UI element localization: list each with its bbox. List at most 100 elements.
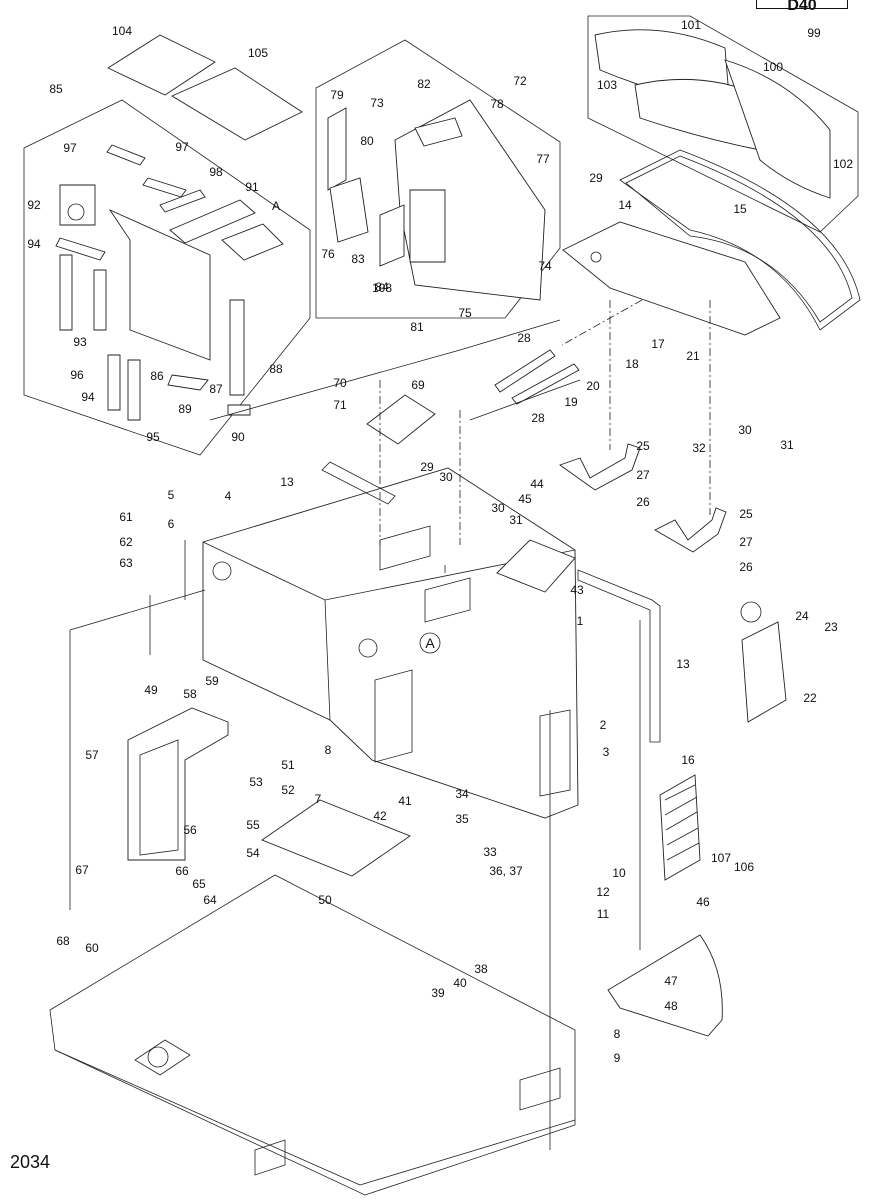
callout: 70: [333, 376, 347, 390]
pads-103-104: [107, 34, 303, 141]
callout: 6: [168, 517, 175, 531]
callout: 12: [596, 885, 610, 899]
guard-46: [607, 934, 723, 1037]
callout: 58: [183, 687, 197, 701]
callout: 61: [119, 510, 133, 524]
callout: 22: [803, 691, 817, 705]
callout: 13: [280, 475, 294, 489]
main-frame-body: [202, 467, 579, 819]
callout: 43: [570, 583, 584, 597]
callout: 46: [696, 895, 710, 909]
callout: 67: [75, 863, 89, 877]
callout: 36, 37: [489, 864, 523, 878]
seat-plate-14: [562, 221, 781, 336]
callout: 10: [612, 866, 626, 880]
callout: 71: [333, 398, 347, 412]
callout: 81: [410, 320, 424, 334]
base-frame: [49, 874, 576, 1196]
insulation-kit-inset: [23, 99, 311, 456]
callout: 97: [175, 140, 189, 154]
callout: 85: [49, 82, 63, 96]
callout: 106: [734, 860, 754, 874]
detail-a-plate-22: [741, 621, 787, 723]
cover-49: [127, 707, 229, 861]
callout: A: [272, 199, 280, 213]
callout: 101: [681, 18, 701, 32]
gas-springs-28: [494, 349, 580, 405]
callout: 9: [614, 1051, 621, 1065]
callout: 19: [564, 395, 578, 409]
detail-a-markers: A: [419, 601, 762, 654]
callout: 34: [455, 787, 469, 801]
callout: 92: [27, 198, 41, 212]
callout: 57: [85, 748, 99, 762]
callout: 74: [538, 259, 552, 273]
callout: 45: [518, 492, 532, 506]
callout: 68: [56, 934, 70, 948]
callout: 88: [269, 362, 283, 376]
callout: 27: [636, 468, 650, 482]
callout: 55: [246, 818, 260, 832]
callout: 64: [203, 893, 217, 907]
callout: 93: [73, 335, 87, 349]
callout: 8: [614, 1027, 621, 1041]
callout: 21: [686, 349, 700, 363]
callout: 28: [517, 331, 531, 345]
callout: 27: [739, 535, 753, 549]
callout: 105: [248, 46, 268, 60]
callout: 25: [636, 439, 650, 453]
callout: 78: [490, 97, 504, 111]
callout: 39: [431, 986, 445, 1000]
callout: 91: [245, 180, 259, 194]
callout: 44: [530, 477, 544, 491]
callout: 3: [603, 745, 610, 759]
callout: 14: [618, 198, 632, 212]
callout: 35: [455, 812, 469, 826]
callout: 5: [168, 488, 175, 502]
panels-inset: [315, 39, 561, 319]
callout: 52: [281, 783, 295, 797]
seal-belt-15: [619, 149, 861, 331]
callout: 60: [85, 941, 99, 955]
callout: 75: [458, 306, 472, 320]
callout: 13: [676, 657, 690, 671]
callout: 17: [651, 337, 665, 351]
callout: 102: [833, 157, 853, 171]
callout: 29: [589, 171, 603, 185]
plate-43: [496, 539, 576, 593]
callout: 47: [664, 974, 678, 988]
callout: 95: [146, 430, 160, 444]
plate-69: [366, 394, 436, 445]
callout: 65: [192, 877, 206, 891]
callout: 97: [63, 141, 77, 155]
callout: 40: [453, 976, 467, 990]
callout: 41: [398, 794, 412, 808]
callout: 53: [249, 775, 263, 789]
callout: 90: [231, 430, 245, 444]
callout: 72: [513, 74, 527, 88]
callout: 18: [625, 357, 639, 371]
callout: 94: [27, 237, 41, 251]
callout: 23: [824, 620, 838, 634]
assembly-chain-lines: [69, 299, 711, 1150]
grille-16: [659, 774, 701, 881]
callout: 69: [411, 378, 425, 392]
callout: 54: [246, 846, 260, 860]
callout: 51: [281, 758, 295, 772]
callout: 104: [112, 24, 132, 38]
callout: 8: [325, 743, 332, 757]
detail-a-marker: A: [425, 635, 435, 651]
callout: 42: [373, 809, 387, 823]
callout: 33: [483, 845, 497, 859]
callout: 38: [474, 962, 488, 976]
callout: 80: [360, 134, 374, 148]
callout: 26: [636, 495, 650, 509]
callout: 98: [209, 165, 223, 179]
callout: 48: [664, 999, 678, 1013]
callout: 77: [536, 152, 550, 166]
callout: 89: [178, 402, 192, 416]
frame-bars-13: [321, 461, 661, 743]
callout: 20: [586, 379, 600, 393]
callout: 87: [209, 382, 223, 396]
